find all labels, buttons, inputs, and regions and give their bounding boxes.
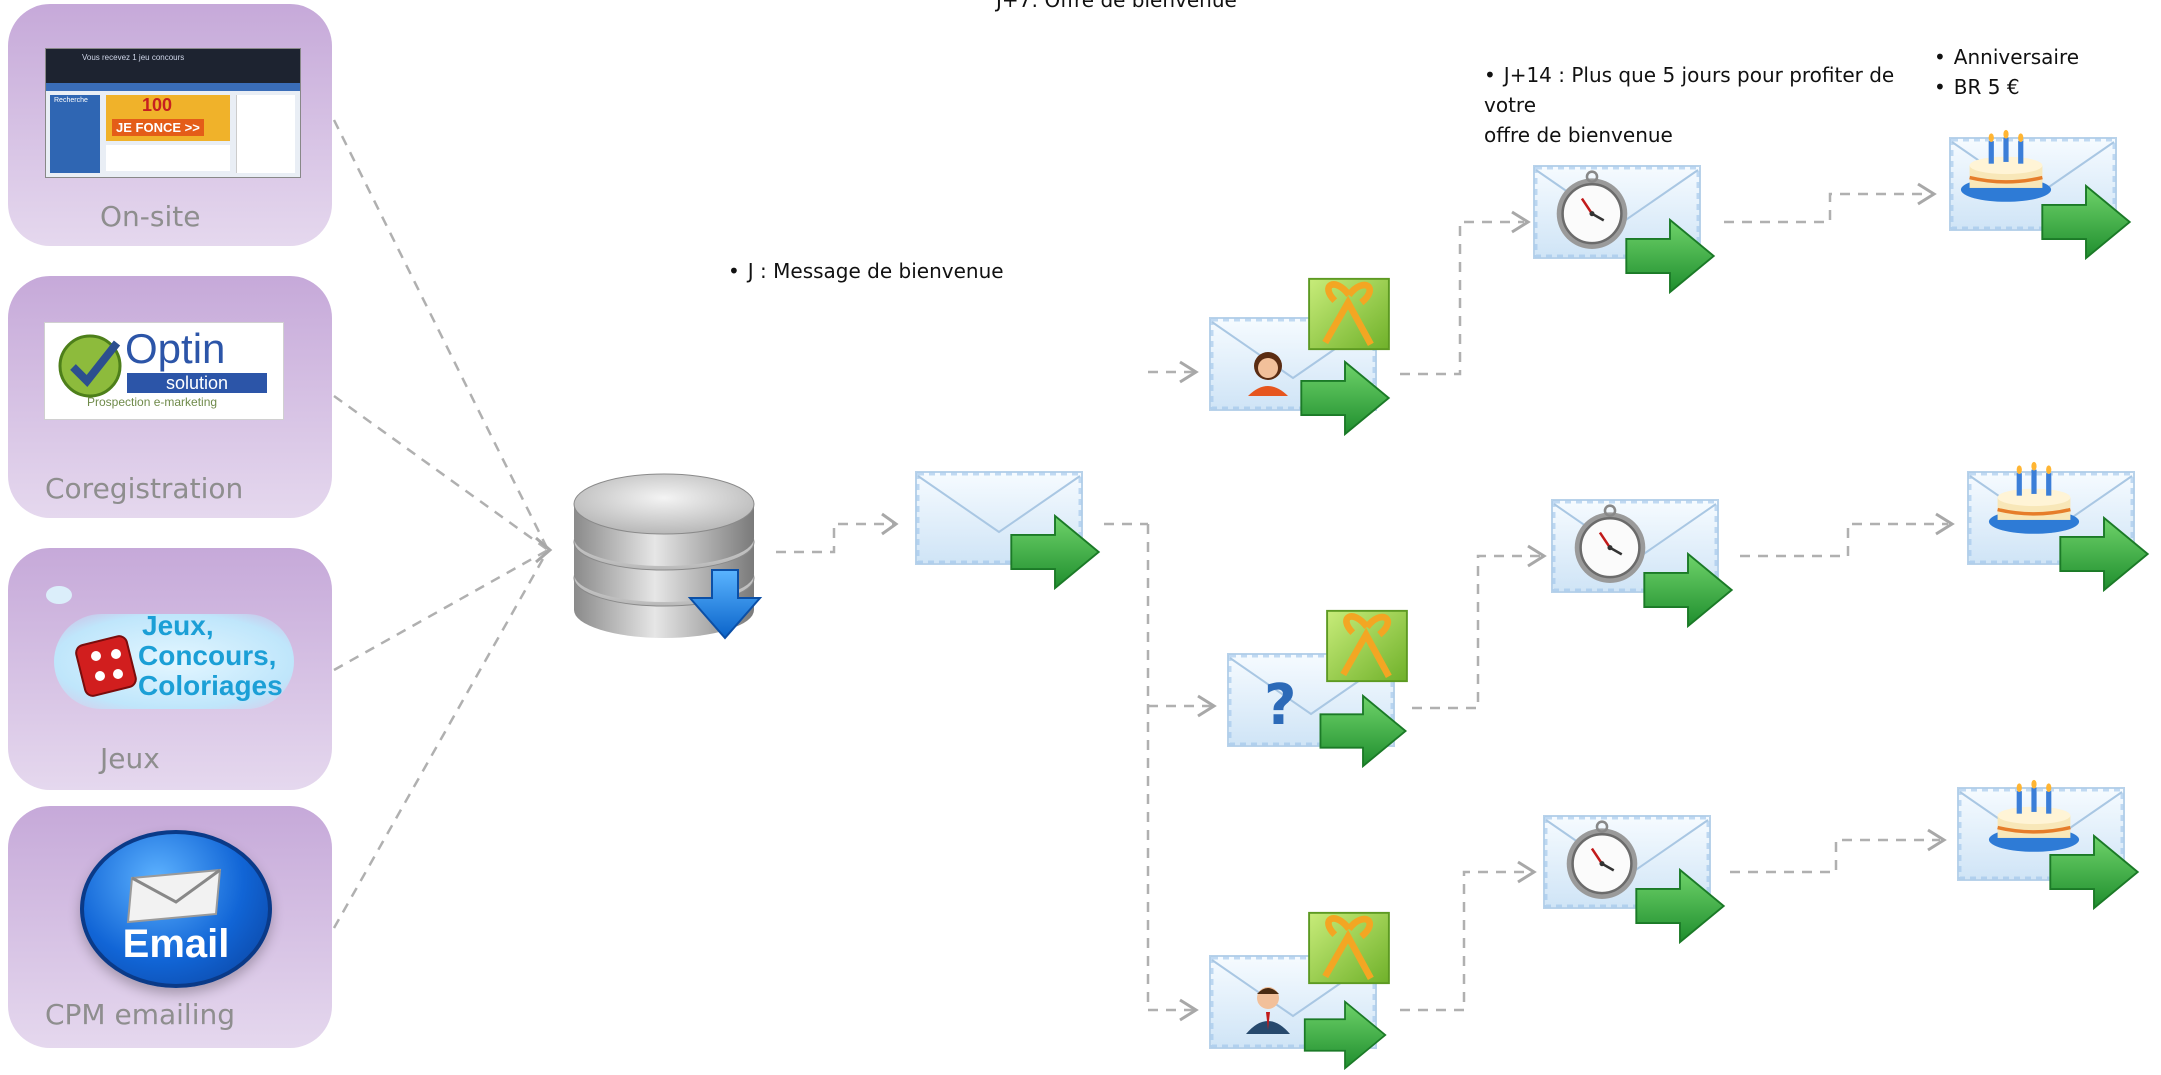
optin-tagline: Prospection e-marketing bbox=[87, 395, 218, 409]
reminder-email-clock-icon-1 bbox=[1532, 164, 1722, 294]
offer-email-question-icon: ? bbox=[1226, 608, 1416, 768]
dice-icon: Jeux, Concours, Coloriages bbox=[44, 586, 300, 716]
source-label-jeux: Jeux bbox=[100, 742, 160, 775]
database-icon bbox=[566, 466, 772, 646]
email-icon: Email bbox=[80, 830, 272, 988]
website-screenshot-icon: Vous recevez 1 jeu concours Recherche 10… bbox=[45, 48, 301, 178]
solution-word: solution bbox=[127, 373, 267, 393]
note-top-cut-text: J+7: Offre de bienvenue bbox=[996, 0, 1237, 12]
optin-word: Optin bbox=[125, 325, 226, 372]
note-reminder: •J+14 : Plus que 5 jours pour profiter d… bbox=[1484, 60, 1934, 150]
birthday-email-cake-icon-2 bbox=[1966, 458, 2156, 592]
thumb-search-label: Recherche bbox=[54, 97, 88, 104]
note-birthday-line2: BR 5 € bbox=[1953, 75, 2020, 99]
note-top-cut: J+7: Offre de bienvenue bbox=[996, 0, 1237, 15]
thumb-number: 100 bbox=[142, 95, 173, 115]
note-welcome: •J : Message de bienvenue bbox=[728, 259, 1004, 283]
welcome-email-icon bbox=[914, 470, 1104, 590]
note-reminder-line1: J+14 : Plus que 5 jours pour profiter de… bbox=[1484, 63, 1895, 117]
source-label-coregistration: Coregistration bbox=[45, 472, 244, 505]
thumb-header: Vous recevez 1 jeu concours bbox=[82, 53, 185, 62]
optin-solution-logo: Optin solution Prospection e-marketing bbox=[44, 322, 284, 420]
offer-email-man-icon bbox=[1208, 910, 1398, 1070]
email-word: Email bbox=[122, 922, 230, 966]
reminder-email-clock-icon-2 bbox=[1550, 498, 1740, 628]
source-label-cpm: CPM emailing bbox=[45, 998, 236, 1031]
thumb-button: JE FONCE >> bbox=[112, 119, 204, 136]
jeux-line1: Jeux, bbox=[142, 610, 214, 641]
jeux-line3: Coloriages bbox=[138, 670, 283, 701]
svg-text:?: ? bbox=[1264, 673, 1296, 738]
source-card-coregistration: Optin solution Prospection e-marketing C… bbox=[8, 276, 332, 518]
jeux-line2: Concours, bbox=[138, 640, 277, 671]
source-card-jeux: Jeux, Concours, Coloriages Jeux bbox=[8, 548, 332, 790]
reminder-email-clock-icon-3 bbox=[1542, 814, 1732, 944]
offer-email-woman-icon bbox=[1208, 276, 1398, 436]
note-birthday: •Anniversaire •BR 5 € bbox=[1934, 45, 2080, 99]
source-label-onsite: On-site bbox=[100, 200, 201, 233]
birthday-email-cake-icon-1 bbox=[1948, 126, 2138, 260]
note-reminder-line2: offre de bienvenue bbox=[1484, 123, 1673, 147]
source-card-onsite: Vous recevez 1 jeu concours Recherche 10… bbox=[8, 4, 332, 246]
source-card-cpm: Email CPM emailing bbox=[8, 806, 332, 1048]
note-welcome-text: J : Message de bienvenue bbox=[747, 259, 1004, 283]
birthday-email-cake-icon-3 bbox=[1956, 776, 2146, 910]
note-birthday-line1: Anniversaire bbox=[1953, 45, 2080, 69]
